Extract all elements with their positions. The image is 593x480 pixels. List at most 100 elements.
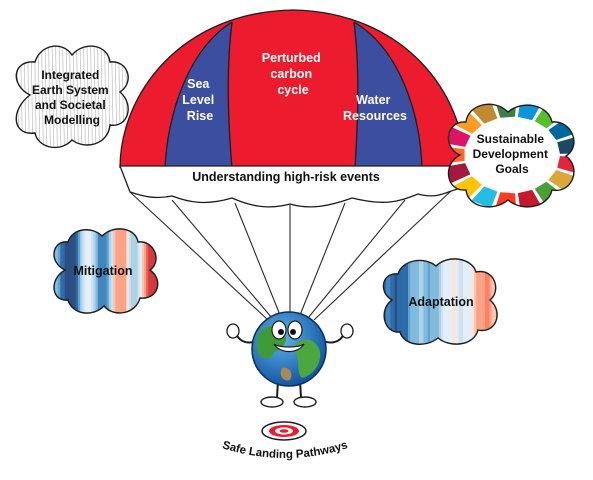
warming-stripe [392,258,396,345]
warming-stripe [467,258,470,345]
warming-stripe [152,228,156,314]
hatch-line [23,46,27,148]
hatch-line [58,46,62,148]
warming-stripe [465,258,468,345]
hatch-line [48,46,51,148]
warming-stripe [478,258,481,345]
warming-stripe [128,228,132,314]
hatch-line [76,46,79,148]
hatch-line [41,46,44,148]
hatch-line [72,46,76,148]
warming-stripe [67,228,70,314]
adaptation-label: Adaptation [408,295,473,309]
hatch-line [44,46,48,148]
warming-stripe [80,228,83,314]
earth-globe-mascot-icon [226,311,354,408]
warming-stripe [469,258,473,345]
hatch-line [93,46,97,148]
warming-stripe [403,258,407,345]
warming-stripe [45,220,48,320]
warming-stripe [159,220,162,320]
warming-stripe [122,228,125,314]
hatch-line [20,46,23,148]
warming-stripe [135,228,138,314]
warming-stripe [86,228,90,314]
warming-stripe [113,228,116,314]
warming-stripe [432,258,435,345]
warming-stripe [386,258,389,345]
warming-stripe [47,220,50,320]
integrated-modelling-label: Integrated Earth System and Societal Mod… [32,68,112,127]
warming-stripe [498,250,501,355]
warming-stripe [399,258,402,345]
hatch-line [10,40,12,155]
canopy-panel-center-label: Perturbed carbon cycle [262,51,325,97]
sdg-segment [557,156,574,174]
sdg-segment [471,186,498,207]
sdg-segment [557,136,574,154]
hatch-line [51,46,55,148]
warming-stripe [482,258,486,345]
warming-stripe [430,258,433,345]
warming-stripe [447,258,451,345]
warming-stripe [401,258,404,345]
warming-stripe [412,258,415,345]
warming-stripe [503,250,506,355]
sdg-segment [534,105,563,129]
warming-stripe [53,228,57,314]
warming-stripe [408,258,411,345]
parachute-canopy: Sea Level Rise Perturbed carbon cycle Wa… [119,9,466,208]
hatch-line [16,46,20,148]
hatch-line [14,40,16,155]
hatch-line [90,46,93,148]
warming-stripe [405,258,409,345]
hatch-line [55,46,58,148]
warming-stripe [100,228,103,314]
hatch-line [69,46,72,148]
warming-stripe [379,250,382,355]
warming-stripe [505,250,508,355]
warming-stripe [390,258,393,345]
warming-stripe [509,250,512,355]
warming-stripe [56,228,59,314]
canopy-panel-right-label: Water Resources [343,93,407,123]
warming-stripe [155,228,158,314]
warming-stripe [487,258,490,345]
sdg-segment [548,118,574,141]
canopy-panel-right-blue [354,22,422,168]
warming-stripe [69,228,72,314]
hatch-line [100,46,104,148]
warming-stripe [115,228,118,314]
warming-stripe [95,228,99,314]
warming-stripe [460,258,464,345]
warming-stripe [126,228,129,314]
hatch-line [62,46,65,148]
warming-stripe [383,258,387,345]
canopy-panel-left-blue [165,22,232,168]
warming-stripe [111,228,114,314]
warming-stripe [124,228,127,314]
warming-stripe [454,258,457,345]
warming-stripe [419,258,422,345]
warming-stripe [106,228,110,314]
warming-stripe [84,228,88,314]
warming-stripe [383,258,385,345]
warming-stripe [456,258,459,345]
warming-stripe [445,258,448,345]
warming-stripe [421,258,424,345]
sdg-segment [453,176,482,199]
warming-stripe [410,258,413,345]
warming-stripe [73,228,77,314]
warming-stripe [476,258,479,345]
sdg-label: Sustainable Development Goals [473,132,552,176]
warming-stripe [434,258,437,345]
hatch-line [37,46,41,148]
warming-stripe [438,258,442,345]
warming-stripe [471,258,475,345]
warming-stripe [117,228,121,314]
warming-stripe [60,228,63,314]
warming-stripe [474,258,477,345]
hatch-line [86,46,90,148]
warming-stripe [427,258,431,345]
adaptation-cloud: Adaptation [379,250,512,355]
